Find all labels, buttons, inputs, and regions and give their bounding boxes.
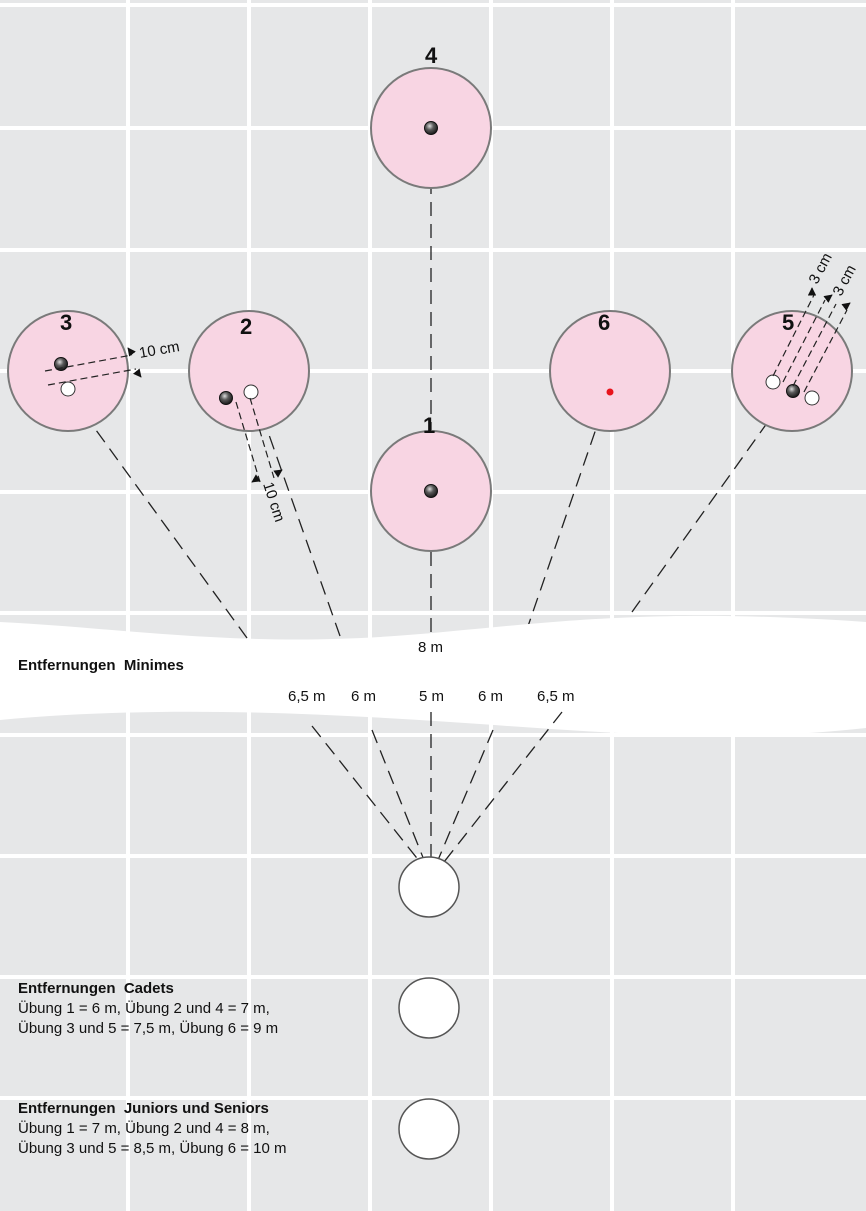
measure-label-ex3: 10 cm [138, 338, 181, 362]
ball-outline-icon [804, 390, 820, 406]
throwing-circle-cadets [398, 977, 460, 1039]
target-1 [370, 430, 492, 552]
minimes-heading: Entfernungen Minimes [18, 657, 184, 674]
target-number-2: 2 [240, 314, 252, 339]
distance-label-row-1: 6,5 m [288, 688, 326, 705]
cadets-line-2: Übung 3 und 5 = 7,5 m, Übung 6 = 9 m [18, 1019, 278, 1037]
ball-icon [424, 484, 438, 498]
juniors-heading: Entfernungen Juniors und Seniors [18, 1100, 269, 1117]
throw-line-5 [631, 390, 791, 613]
target-number-1: 1 [423, 413, 435, 438]
target-number-6: 6 [598, 310, 610, 335]
target-6 [549, 310, 671, 432]
target-5 [731, 310, 853, 432]
ball-icon [424, 121, 438, 135]
distance-label-row-3: 5 m [419, 688, 444, 705]
throw-lines-lower [311, 711, 563, 863]
throw-line-3 [71, 396, 248, 639]
target-2 [188, 310, 310, 432]
ball-outline-icon [60, 381, 76, 397]
distance-label-row-2: 6 m [351, 688, 376, 705]
distance-label-row-5: 6,5 m [537, 688, 575, 705]
cadets-heading: Entfernungen Cadets [18, 980, 174, 997]
distance-label-row-4: 6 m [478, 688, 503, 705]
throwing-circle-minimes [398, 856, 460, 918]
ball-icon [219, 391, 233, 405]
ball-outline-icon [765, 374, 781, 390]
throw-line-6 [525, 393, 610, 633]
distance-label-center-far: 8 m [418, 639, 443, 656]
measure-ex2 [235, 397, 283, 483]
ball-icon [54, 357, 68, 371]
distance-band [0, 615, 866, 736]
ball-outline-icon [243, 384, 259, 400]
juniors-line-2: Übung 3 und 5 = 8,5 m, Übung 6 = 10 m [18, 1139, 287, 1157]
target-number-4: 4 [425, 43, 438, 68]
target-number-3: 3 [60, 310, 72, 335]
measure-ex3 [44, 347, 142, 386]
target-4 [370, 67, 492, 189]
ball-icon [786, 384, 800, 398]
throwing-circle-juniors [398, 1098, 460, 1160]
cadets-line-1: Übung 1 = 6 m, Übung 2 und 4 = 7 m, [18, 999, 270, 1017]
juniors-line-1: Übung 1 = 7 m, Übung 2 und 4 = 8 m, [18, 1119, 270, 1137]
jack-icon [606, 388, 614, 396]
target-number-5: 5 [782, 310, 794, 335]
measure-ex5 [772, 287, 851, 393]
throw-line-2a [254, 397, 341, 637]
